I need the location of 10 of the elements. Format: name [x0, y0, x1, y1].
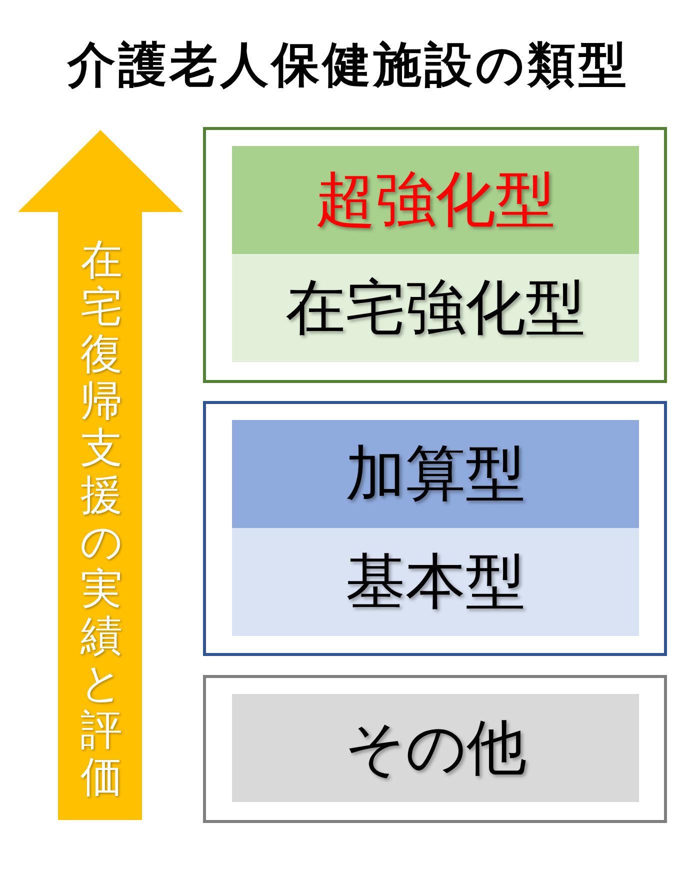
category-band: 加算型: [232, 420, 639, 528]
category-band: 基本型: [232, 528, 639, 636]
group-frame: [203, 127, 667, 383]
arrow-label: 在宅復帰支援の実績と評価: [80, 236, 124, 800]
category-band: 超強化型: [232, 146, 639, 254]
group-frame: [203, 401, 667, 656]
title: 介護老人保健施設の類型: [66, 36, 630, 94]
category-band: その他: [232, 694, 639, 802]
group-frame: [203, 675, 667, 823]
category-band: 在宅強化型: [232, 254, 639, 362]
